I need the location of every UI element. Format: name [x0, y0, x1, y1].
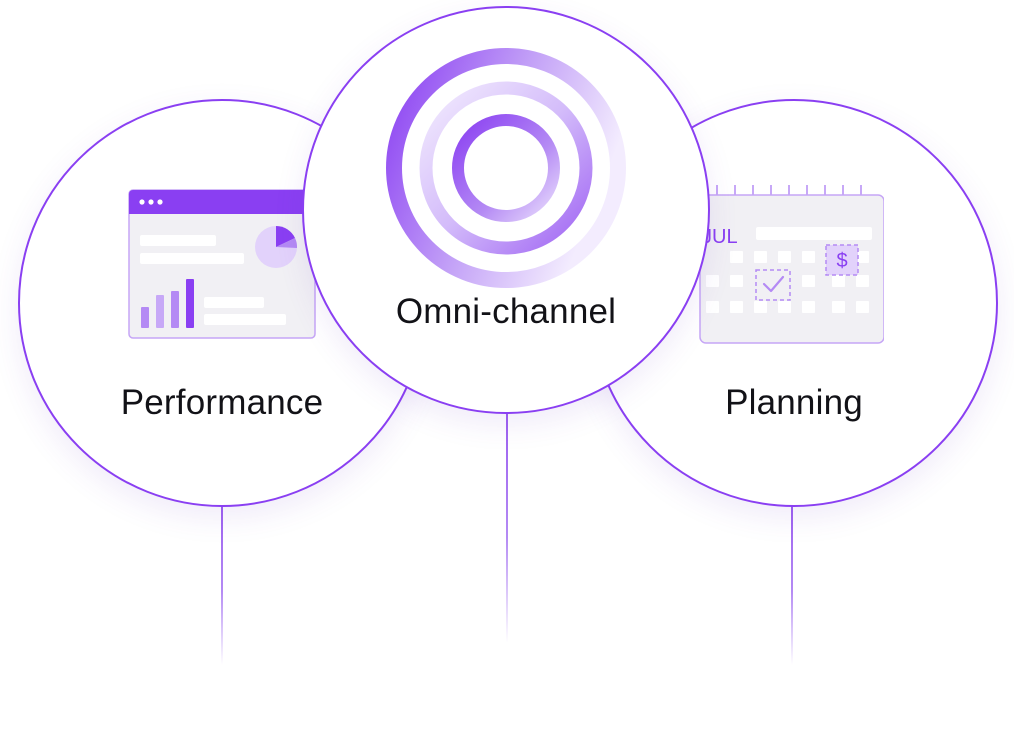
planning-connector: [791, 500, 793, 665]
calendar-icon: JUL: [690, 185, 884, 347]
omni-channel-connector: [506, 408, 508, 643]
omni-channel-label: Omni-channel: [395, 292, 617, 331]
concentric-rings-icon: [384, 46, 628, 290]
omni-channel-node: Omni-channel: [302, 6, 710, 414]
performance-label: Performance: [120, 383, 324, 422]
dashboard-chart-icon: [128, 189, 318, 341]
calendar-currency-label: $: [836, 250, 847, 272]
calendar-month-label: JUL: [702, 226, 738, 248]
planning-label: Planning: [725, 383, 863, 422]
performance-connector: [221, 500, 223, 665]
